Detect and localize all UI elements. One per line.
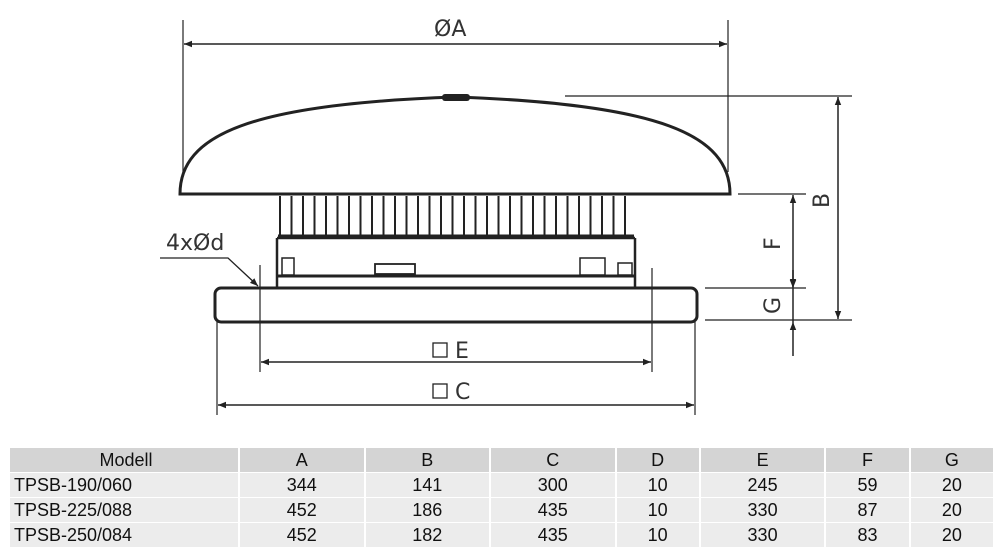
cell-model: TPSB-225/088 <box>10 498 238 522</box>
cell-a: 452 <box>240 498 364 522</box>
label-g: G <box>761 297 786 314</box>
fan-hood <box>178 95 732 196</box>
dimension-b <box>565 95 852 321</box>
label-holes: 4xØd <box>166 231 224 256</box>
motor-body <box>275 236 637 288</box>
label-c: C <box>455 380 470 405</box>
cell-b: 182 <box>365 523 489 547</box>
cell-d: 10 <box>616 473 699 497</box>
table-header-row: Modell A B C D E F G <box>10 448 993 472</box>
cell-c: 300 <box>491 473 615 497</box>
cell-f: 87 <box>826 498 909 522</box>
header-f: F <box>826 448 909 472</box>
cell-c: 435 <box>491 523 615 547</box>
cell-g: 20 <box>910 523 993 547</box>
cell-f: 59 <box>826 473 909 497</box>
cell-d: 10 <box>616 523 699 547</box>
label-b: B <box>810 193 835 208</box>
holes-leader <box>160 257 259 287</box>
header-modell: Modell <box>10 448 238 472</box>
base-flange <box>213 286 699 324</box>
cell-g: 20 <box>910 473 993 497</box>
cell-a: 344 <box>240 473 364 497</box>
header-d: D <box>616 448 699 472</box>
cell-e: 245 <box>700 473 825 497</box>
hood-knob <box>442 94 470 101</box>
cell-b: 186 <box>365 498 489 522</box>
header-b: B <box>365 448 489 472</box>
dimension-e <box>259 265 653 372</box>
cell-c: 435 <box>491 498 615 522</box>
fan-dimension-drawing: ØA 4xØd E C B F G <box>160 17 852 415</box>
cell-e: 330 <box>700 498 825 522</box>
header-a: A <box>240 448 364 472</box>
cell-f: 83 <box>826 523 909 547</box>
cell-model: TPSB-190/060 <box>10 473 238 497</box>
label-f: F <box>761 237 786 250</box>
cell-a: 452 <box>240 523 364 547</box>
table-row: TPSB-225/088 452 186 435 10 330 87 20 <box>10 498 993 522</box>
dimension-f <box>705 193 806 289</box>
cell-b: 141 <box>365 473 489 497</box>
dimension-c <box>216 322 696 415</box>
cell-d: 10 <box>616 498 699 522</box>
cell-g: 20 <box>910 498 993 522</box>
dimensions-table: Modell A B C D E F G TPSB-190/060 344 14… <box>8 447 995 548</box>
header-e: E <box>700 448 825 472</box>
label-diameter-a: ØA <box>434 17 466 42</box>
label-e: E <box>455 339 469 364</box>
cell-e: 330 <box>700 523 825 547</box>
table-row: TPSB-250/084 452 182 435 10 330 83 20 <box>10 523 993 547</box>
table-row: TPSB-190/060 344 141 300 10 245 59 20 <box>10 473 993 497</box>
cell-model: TPSB-250/084 <box>10 523 238 547</box>
header-g: G <box>910 448 993 472</box>
impeller-fins <box>278 196 634 238</box>
header-c: C <box>491 448 615 472</box>
